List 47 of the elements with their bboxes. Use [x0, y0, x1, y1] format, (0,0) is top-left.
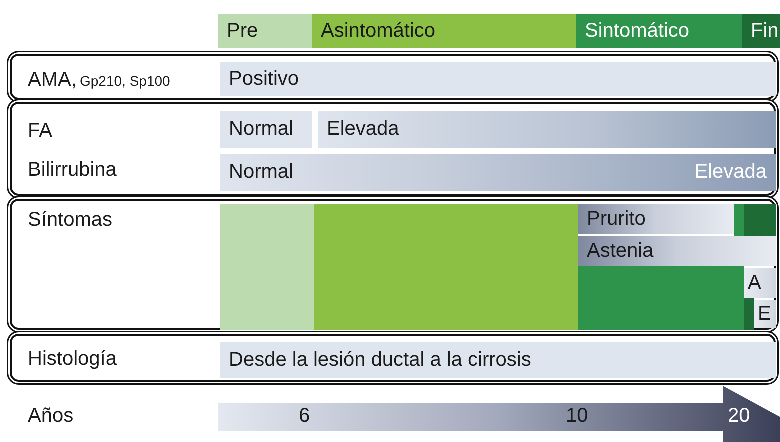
- row-label: AMA,: [28, 69, 77, 92]
- row-panel: [10, 334, 776, 382]
- symptom-bar: [578, 204, 734, 234]
- value-label: Prurito: [587, 208, 646, 230]
- phase-area: [314, 204, 578, 330]
- phase-band: [576, 14, 742, 48]
- result-bar: [220, 154, 776, 191]
- value-label: Elevada: [327, 118, 400, 141]
- symptom-bar: [754, 300, 776, 328]
- value-label: Normal: [229, 118, 294, 141]
- symptom-bar: [744, 268, 776, 298]
- phase-band: [312, 14, 576, 48]
- symptom-bar: [578, 236, 776, 266]
- row-panel: [10, 102, 776, 196]
- row-label: Histología: [28, 348, 117, 371]
- row-panel: [10, 54, 776, 100]
- value-label: Normal: [229, 161, 294, 184]
- phase-band: [218, 14, 312, 48]
- axis-title: Años: [28, 405, 74, 428]
- phase-band: [742, 14, 780, 48]
- row-label: Gp210, Sp100: [80, 73, 170, 89]
- result-bar: [220, 62, 776, 96]
- tick-label: 20: [728, 405, 750, 428]
- tick-label: 10: [566, 405, 588, 428]
- value-label: E: [758, 302, 772, 326]
- value-label: Elevada: [694, 161, 767, 184]
- phase-area: [744, 204, 776, 236]
- value-label: Desde la lesión ductal a la cirrosis: [229, 348, 532, 372]
- row-label: Síntomas: [28, 209, 112, 232]
- value-label: A: [748, 272, 762, 294]
- result-bar: [220, 342, 776, 378]
- value-label: Positivo: [229, 68, 300, 90]
- row-panel: [10, 199, 776, 330]
- phase-area: [220, 204, 314, 330]
- phase-label: Asintomático: [321, 20, 436, 42]
- phase-label: Sintomático: [585, 20, 690, 42]
- value-label: Astenia: [587, 240, 654, 262]
- phase-area: [744, 298, 754, 330]
- row-label: Bilirrubina: [28, 159, 117, 182]
- row-label: FA: [28, 120, 52, 143]
- result-bar: [318, 111, 776, 148]
- phase-label: Pre: [227, 20, 258, 42]
- phase-area: [578, 266, 744, 330]
- phase-area: [734, 204, 744, 236]
- phase-label: Fin: [751, 20, 779, 42]
- result-bar: [220, 111, 312, 148]
- tick-label: 6: [299, 405, 310, 428]
